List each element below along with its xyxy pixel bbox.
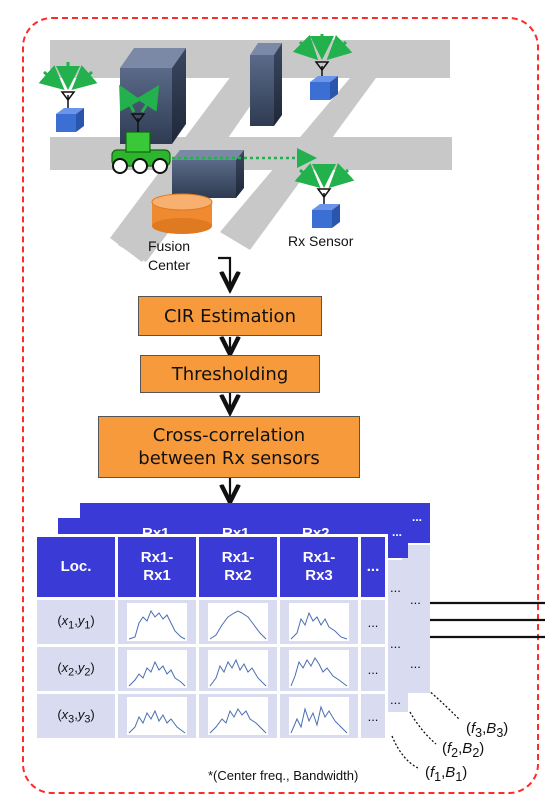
waveform-cell bbox=[280, 600, 358, 644]
col-header-rx1-rx2: Rx1-Rx2 bbox=[199, 537, 277, 597]
f-sub: 1 bbox=[434, 770, 442, 784]
x-sub: 2 bbox=[68, 666, 75, 679]
band-brackets bbox=[391, 689, 461, 769]
loc-header: Loc. bbox=[37, 537, 115, 597]
col-header-ellipsis: ... bbox=[361, 537, 385, 597]
back-ellipsis: ... bbox=[390, 692, 401, 707]
loc-cell: (x3,y3) bbox=[37, 694, 115, 738]
y-sub: 1 bbox=[84, 619, 91, 632]
loc-cell: (x2,y2) bbox=[37, 647, 115, 691]
waveform-plot bbox=[289, 697, 349, 735]
cross-correlation-box: Cross-correlation between Rx sensors bbox=[98, 416, 360, 478]
y-sub: 3 bbox=[84, 713, 91, 726]
f-var: f bbox=[471, 720, 476, 737]
waveform-plot bbox=[127, 697, 187, 735]
y-var: y bbox=[77, 659, 85, 675]
b-sub: 1 bbox=[455, 770, 463, 784]
f-var: f bbox=[447, 740, 452, 757]
x-var: x bbox=[61, 706, 69, 722]
x-sub: 3 bbox=[68, 713, 75, 726]
rx-sensor-label: Rx Sensor bbox=[288, 233, 354, 249]
waveform-plot bbox=[208, 650, 268, 688]
cir-estimation-box: CIR Estimation bbox=[138, 296, 322, 336]
table-header-row: Loc. Rx1-Rx1 Rx1-Rx2 Rx1-Rx3 ... bbox=[37, 537, 385, 597]
waveform-cell bbox=[118, 647, 196, 691]
waveform-cell bbox=[199, 647, 277, 691]
waveform-cell bbox=[118, 600, 196, 644]
robot-transmitter-icon bbox=[111, 84, 317, 174]
ellipsis-cell: ... bbox=[361, 694, 385, 738]
back-ellipsis: ... bbox=[390, 580, 401, 595]
back-header-ellipsis: ... bbox=[412, 510, 423, 524]
col-header-line1: Rx1- bbox=[140, 549, 174, 566]
band-label-3: (f3,B3) bbox=[466, 720, 509, 740]
waveform-plot bbox=[289, 603, 349, 641]
f-sub: 2 bbox=[451, 746, 459, 760]
col-header-line1: Rx1- bbox=[302, 549, 336, 566]
thresholding-box: Thresholding bbox=[140, 355, 320, 393]
b-var: B bbox=[462, 740, 473, 757]
fusion-center-label: Fusion Center bbox=[148, 237, 190, 275]
back-ellipsis: ... bbox=[410, 592, 421, 607]
x-var: x bbox=[61, 612, 69, 628]
correlation-table: Loc. Rx1-Rx1 Rx1-Rx2 Rx1-Rx3 ... (x1,y1)… bbox=[34, 534, 388, 741]
footnote: *(Center freq., Bandwidth) bbox=[208, 768, 359, 783]
ellipsis-cell: ... bbox=[361, 600, 385, 644]
col-header-rx1-rx3: Rx1-Rx3 bbox=[280, 537, 358, 597]
table-row: (x2,y2) ... bbox=[37, 647, 385, 691]
back-ellipsis: ... bbox=[410, 656, 421, 671]
band-label-2: (f2,B2) bbox=[442, 740, 485, 760]
back-header-ellipsis: ... bbox=[392, 525, 403, 539]
cross-correlation-line1: Cross-correlation bbox=[152, 425, 306, 446]
fusion-center-label-line2: Center bbox=[148, 257, 191, 273]
waveform-plot bbox=[289, 650, 349, 688]
fusion-center-label-line1: Fusion bbox=[148, 238, 191, 254]
col-header-rx1-rx1: Rx1-Rx1 bbox=[118, 537, 196, 597]
waveform-cell bbox=[199, 694, 277, 738]
f-var: f bbox=[430, 764, 435, 781]
pipeline-arrows bbox=[218, 256, 230, 500]
waveform-plot bbox=[127, 603, 187, 641]
fusion-center-icon bbox=[151, 193, 213, 234]
table-band2-body bbox=[386, 560, 408, 712]
building-tall bbox=[250, 43, 282, 126]
x-sub: 1 bbox=[68, 619, 75, 632]
f-sub: 3 bbox=[475, 726, 483, 740]
y-sub: 2 bbox=[84, 666, 91, 679]
y-var: y bbox=[77, 612, 85, 628]
cross-correlation-line2: between Rx sensors bbox=[138, 448, 320, 469]
waveform-plot bbox=[208, 697, 268, 735]
table-row: (x1,y1) ... bbox=[37, 600, 385, 644]
col-header-line1: Rx1- bbox=[221, 549, 255, 566]
b-var: B bbox=[486, 720, 497, 737]
x-var: x bbox=[61, 659, 69, 675]
loc-cell: (x1,y1) bbox=[37, 600, 115, 644]
back-ellipsis: ... bbox=[390, 636, 401, 651]
waveform-cell bbox=[280, 694, 358, 738]
waveform-cell bbox=[199, 600, 277, 644]
waveform-cell bbox=[280, 647, 358, 691]
col-header-line2: Rx3 bbox=[305, 567, 333, 584]
col-header-line2: Rx1 bbox=[143, 567, 171, 584]
col-header-line2: Rx2 bbox=[224, 567, 252, 584]
waveform-cell bbox=[118, 694, 196, 738]
rx-sensor-icon bbox=[294, 162, 355, 228]
b-var: B bbox=[445, 764, 456, 781]
table-row: (x3,y3) ... bbox=[37, 694, 385, 738]
rx-sensor-icon bbox=[292, 34, 353, 100]
y-var: y bbox=[77, 706, 85, 722]
ellipsis-cell: ... bbox=[361, 647, 385, 691]
b-sub: 3 bbox=[496, 726, 504, 740]
rx-sensor-icon bbox=[38, 62, 98, 132]
waveform-plot bbox=[127, 650, 187, 688]
b-sub: 2 bbox=[472, 746, 480, 760]
dashed-frame bbox=[22, 17, 539, 794]
waveform-plot bbox=[208, 603, 268, 641]
band-label-1: (f1,B1) bbox=[425, 764, 468, 784]
